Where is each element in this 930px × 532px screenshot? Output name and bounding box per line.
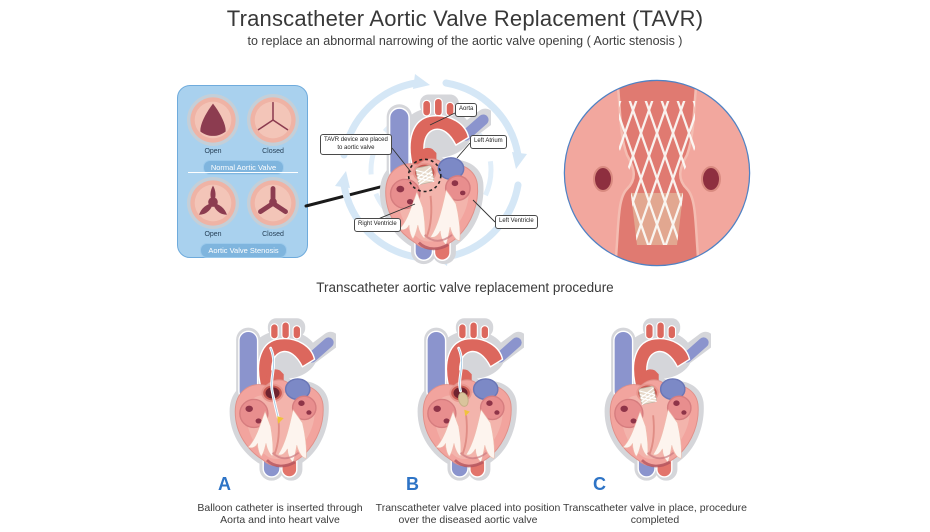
catheter-tip — [277, 416, 284, 424]
normal-valve-open-icon — [186, 93, 240, 147]
page-subtitle: to replace an abnormal narrowing of the … — [247, 34, 683, 48]
central-heart-diagram: Aorta Left Atrium TAVR device are placed… — [318, 72, 553, 277]
step-letter-a: A — [218, 474, 231, 494]
valve-zoom-dashed-circle — [407, 158, 442, 193]
procedure-heading: Transcatheter aortic valve replacement p… — [316, 280, 614, 295]
left-ventricle-callout: Left Ventricle — [495, 215, 538, 229]
procedure-step-a: A Balloon catheter is inserted through A… — [185, 303, 375, 532]
heart-illustration-step-c — [599, 303, 711, 481]
step-letter-b: B — [406, 474, 419, 494]
stenosis-open-label: Open — [204, 231, 222, 238]
stenosis-valve-pill: Aortic Valve Stenosis — [178, 240, 309, 258]
step-caption-b: Transcatheter valve placed into position… — [375, 502, 561, 527]
right-ventricle-callout: Right Ventricle — [354, 218, 401, 232]
page-title: Transcatheter Aortic Valve Replacement (… — [226, 6, 704, 31]
left-atrium-callout: Left Atrium — [470, 135, 507, 149]
implanted-valve — [638, 385, 658, 406]
aorta-callout: Aorta — [455, 103, 478, 117]
step-letter-c: C — [593, 474, 606, 494]
step-caption-a: Balloon catheter is inserted through Aor… — [197, 502, 363, 527]
procedure-step-c: C Transcatheter valve in place, procedur… — [560, 303, 750, 532]
transcatheter-valve — [458, 392, 469, 407]
heart-illustration-main — [374, 78, 491, 265]
step-caption-c: Transcatheter valve in place, procedure … — [562, 502, 748, 527]
valve-comparison-panel: Open Closed Normal Aortic Valve Open Clo… — [177, 85, 308, 258]
heart-illustration-step-a — [224, 303, 336, 481]
normal-valve-pill: Normal Aortic Valve — [178, 157, 309, 175]
normal-valve-closed-icon — [246, 93, 300, 147]
normal-open-label: Open — [204, 148, 222, 155]
panel-divider — [188, 172, 298, 173]
heart-illustration-step-b — [412, 303, 524, 481]
valve-position-marker — [464, 409, 470, 417]
procedure-step-b: B Transcatheter valve placed into positi… — [373, 303, 563, 532]
stenosis-closed-label: Closed — [262, 231, 284, 238]
stenosis-valve-closed-icon — [246, 176, 300, 230]
normal-closed-label: Closed — [262, 148, 284, 155]
stenosis-valve-open-icon — [186, 176, 240, 230]
stent-detail-circle — [563, 79, 751, 267]
tavr-device-callout: TAVR device are placed to aortic valve — [320, 134, 392, 155]
